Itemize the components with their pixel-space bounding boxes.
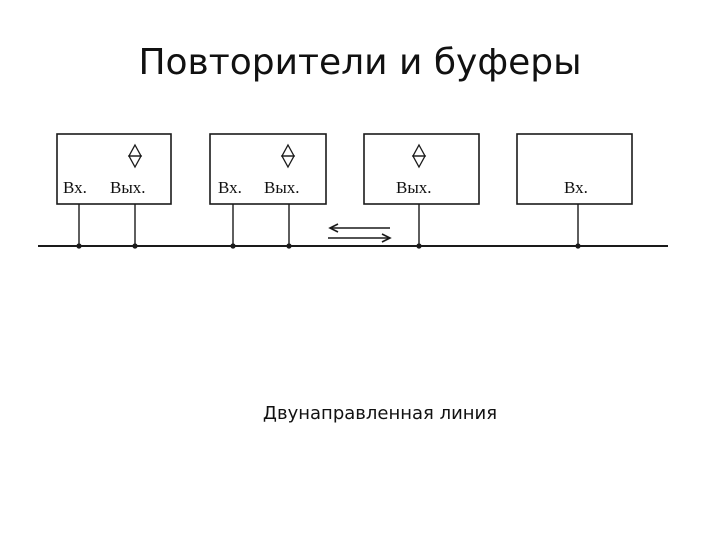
connection-dot — [230, 243, 236, 249]
slide-title: Повторители и буферы — [138, 42, 582, 83]
device-box-3: Вых. — [363, 133, 480, 249]
bidirectional-arrows-icon — [328, 223, 392, 243]
device-4-port-in: Вх. — [564, 178, 588, 197]
connection-dot — [575, 243, 581, 249]
device-box-4: Вх. — [516, 133, 633, 249]
bidirectional-buffer-icon — [411, 143, 427, 169]
device-3-port-out: Вых. — [396, 178, 432, 197]
bidirectional-buffer-icon — [280, 143, 296, 169]
diagram-caption: Двунаправленная линия — [262, 403, 498, 424]
device-2-port-in: Вх. — [218, 178, 242, 197]
device-box-2: Вх. Вых. — [209, 133, 327, 249]
connection-dot — [416, 243, 422, 249]
device-1-port-in: Вх. — [63, 178, 87, 197]
bidirectional-buffer-icon — [127, 143, 143, 169]
device-1-port-out: Вых. — [110, 178, 146, 197]
connection-dot — [76, 243, 82, 249]
connection-dot — [286, 243, 292, 249]
device-2-port-out: Вых. — [264, 178, 300, 197]
connection-dot — [132, 243, 138, 249]
device-box-1: Вх. Вых. — [56, 133, 172, 249]
